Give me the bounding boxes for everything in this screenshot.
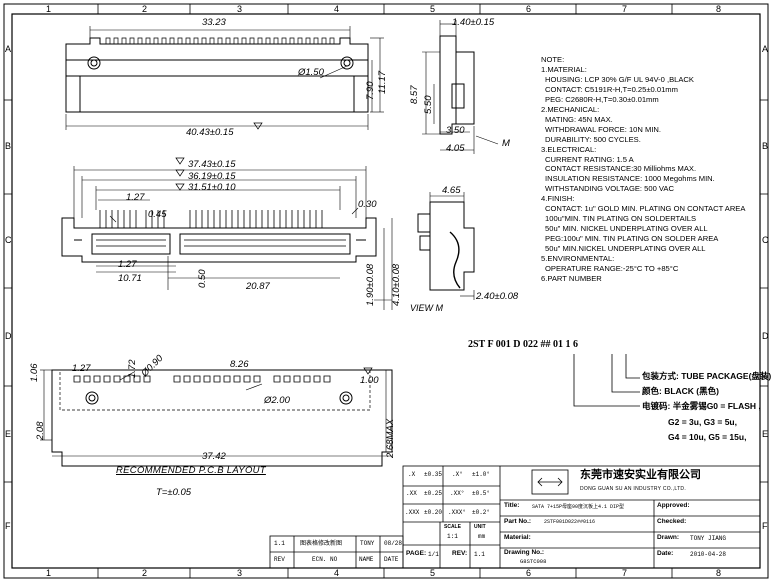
front-view xyxy=(61,166,393,310)
top-view xyxy=(65,26,384,130)
side-view xyxy=(422,20,499,154)
pcb-layout xyxy=(40,369,393,467)
title-block xyxy=(269,465,761,569)
section-view-m xyxy=(417,192,475,300)
front-view-pins xyxy=(99,210,323,228)
pcb-pad-row xyxy=(73,375,331,383)
sheet-frame xyxy=(3,3,769,579)
part-number-leaders xyxy=(573,354,640,407)
datum-markers xyxy=(175,122,373,375)
